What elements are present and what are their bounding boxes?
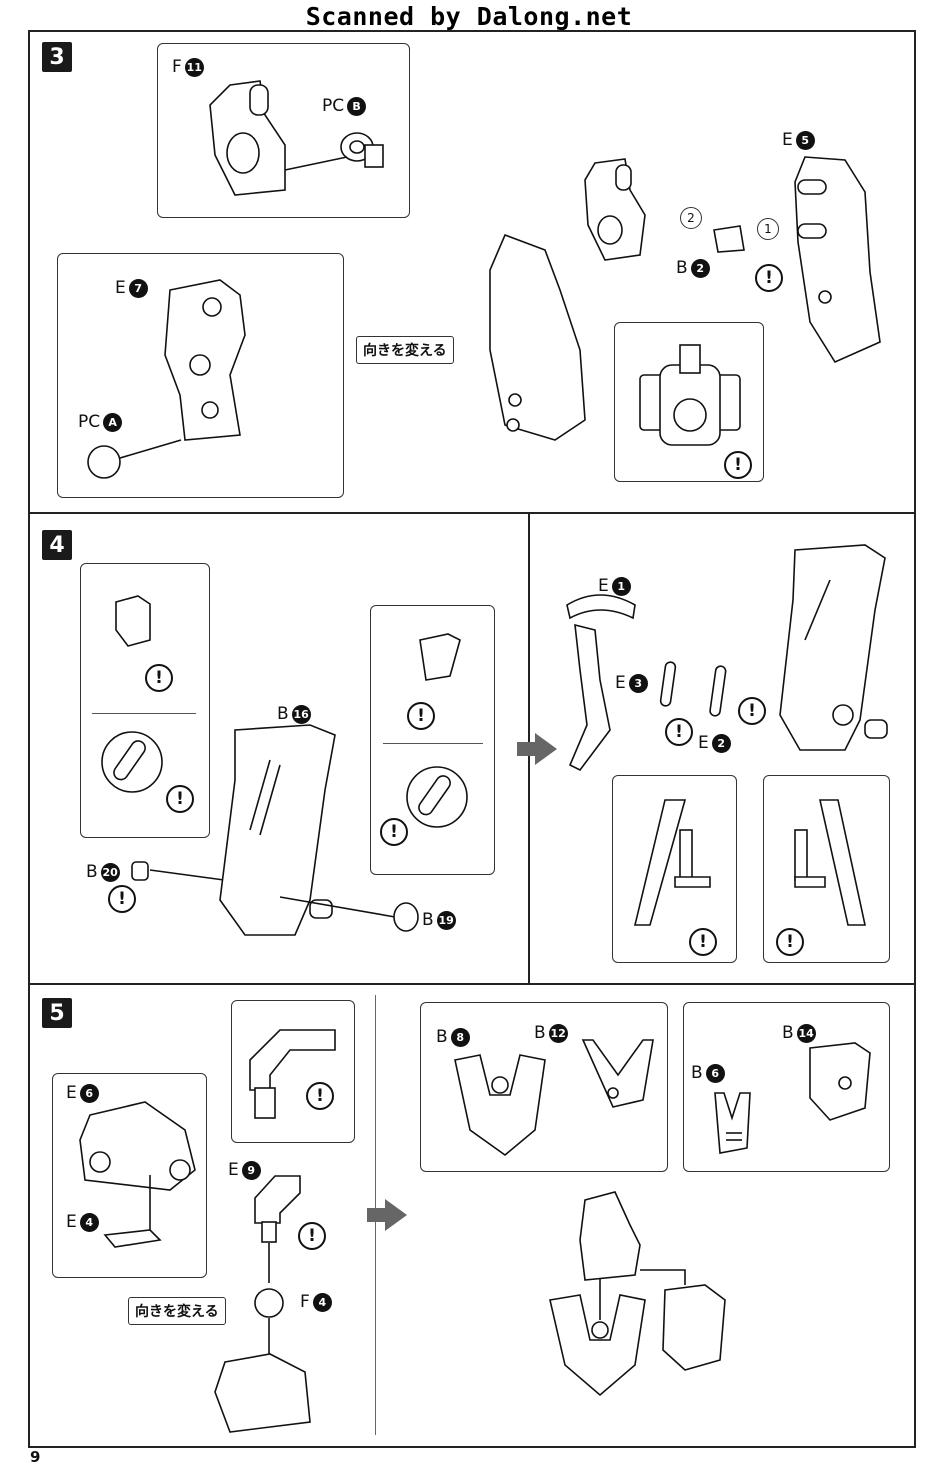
part-label-b6: B 6: [691, 1063, 725, 1083]
detail-divider: [92, 713, 196, 714]
part-label-e9: E 9: [228, 1160, 261, 1180]
part-b20-front-drawing: [101, 731, 163, 793]
part-label-pca: PC A: [78, 412, 123, 432]
part-b19-front-drawing: [406, 766, 468, 828]
manual-page-frame: [28, 30, 916, 1448]
section-divider: [28, 983, 916, 985]
part-b6-drawing: [714, 1092, 751, 1154]
part-e7-drawing: [164, 279, 246, 441]
part-e9-closeup: [249, 1029, 336, 1119]
part-label-e3: E 3: [615, 673, 648, 693]
warning-icon: !: [407, 702, 435, 730]
step-3-number: 3: [42, 42, 72, 72]
section-divider: [28, 512, 916, 514]
order-marker-2: 2: [680, 207, 702, 229]
step-4-number: 4: [42, 530, 72, 560]
part-e5-drawing: [794, 156, 881, 364]
part-pcb-drawing: [284, 132, 384, 171]
part-label-e2: E 2: [698, 733, 731, 753]
direction-note: 向きを変える: [128, 1297, 226, 1325]
part-b20-side-drawing: [115, 595, 151, 647]
warning-icon: !: [665, 718, 693, 746]
part-e2-closeup: [794, 799, 866, 926]
part-b16-assembled: [779, 544, 888, 751]
part-b20-drawing: [131, 861, 225, 881]
part-e3-drawing: [659, 661, 677, 707]
part-label-e5: E 5: [782, 130, 815, 150]
part-label-e1: E 1: [598, 576, 631, 596]
part-b14-drawing: [809, 1042, 871, 1121]
warning-icon: !: [145, 664, 173, 692]
page-number: 9: [30, 1448, 41, 1466]
part-f11-drawing: [209, 80, 286, 196]
part-b12-drawing: [581, 1039, 654, 1108]
part-e3-closeup: [633, 799, 711, 926]
order-marker-1: 1: [757, 218, 779, 240]
part-b19-drawing: [279, 896, 419, 932]
warning-icon: !: [689, 928, 717, 956]
part-label-b14: B 14: [782, 1023, 816, 1043]
part-label-e6: E 6: [66, 1083, 99, 1103]
direction-note: 向きを変える: [356, 336, 454, 364]
next-arrow-icon: [367, 1199, 407, 1231]
part-label-e4: E 4: [66, 1212, 99, 1232]
part-assembled-lower: [549, 1191, 726, 1397]
next-arrow-icon: [517, 733, 557, 765]
warning-icon: !: [724, 451, 752, 479]
part-label-b16: B 16: [277, 704, 311, 724]
part-label-f11: F 11: [172, 57, 204, 77]
part-f11-assembled: [584, 158, 646, 261]
part-label-f4: F 4: [300, 1292, 332, 1312]
part-label-b12: B 12: [534, 1023, 568, 1043]
warning-icon: !: [298, 1222, 326, 1250]
warning-icon: !: [776, 928, 804, 956]
part-label-b20: B 20: [86, 862, 120, 882]
part-label-pcb: PC B: [322, 96, 367, 116]
part-armor-plate: [489, 233, 586, 441]
part-b2-drawing: [713, 225, 745, 253]
part-e9-drawing: [254, 1175, 301, 1358]
part-label-b2: B 2: [676, 258, 710, 278]
part-b8-drawing: [454, 1054, 546, 1157]
warning-icon: !: [380, 818, 408, 846]
warning-icon: !: [738, 697, 766, 725]
detail-divider: [383, 743, 483, 744]
warning-icon: !: [108, 885, 136, 913]
part-pca-drawing: [87, 439, 182, 479]
part-e6-drawing: [79, 1101, 196, 1191]
part-b16-drawing: [219, 724, 336, 936]
part-e4-drawing: [103, 1175, 162, 1248]
part-label-e7: E 7: [115, 278, 148, 298]
part-e2-drawing: [709, 665, 727, 717]
warning-icon: !: [166, 785, 194, 813]
part-b2-closeup: [639, 344, 741, 446]
warning-icon: !: [755, 264, 783, 292]
part-e6-assembled: [214, 1353, 311, 1433]
watermark-text: Scanned by Dalong.net: [305, 2, 633, 31]
part-label-b8: B 8: [436, 1027, 470, 1047]
part-e1-drawing: [566, 594, 636, 772]
warning-icon: !: [306, 1082, 334, 1110]
step-5-number: 5: [42, 998, 72, 1028]
part-label-b19: B 19: [422, 910, 456, 930]
part-b19-side-drawing: [419, 633, 461, 681]
